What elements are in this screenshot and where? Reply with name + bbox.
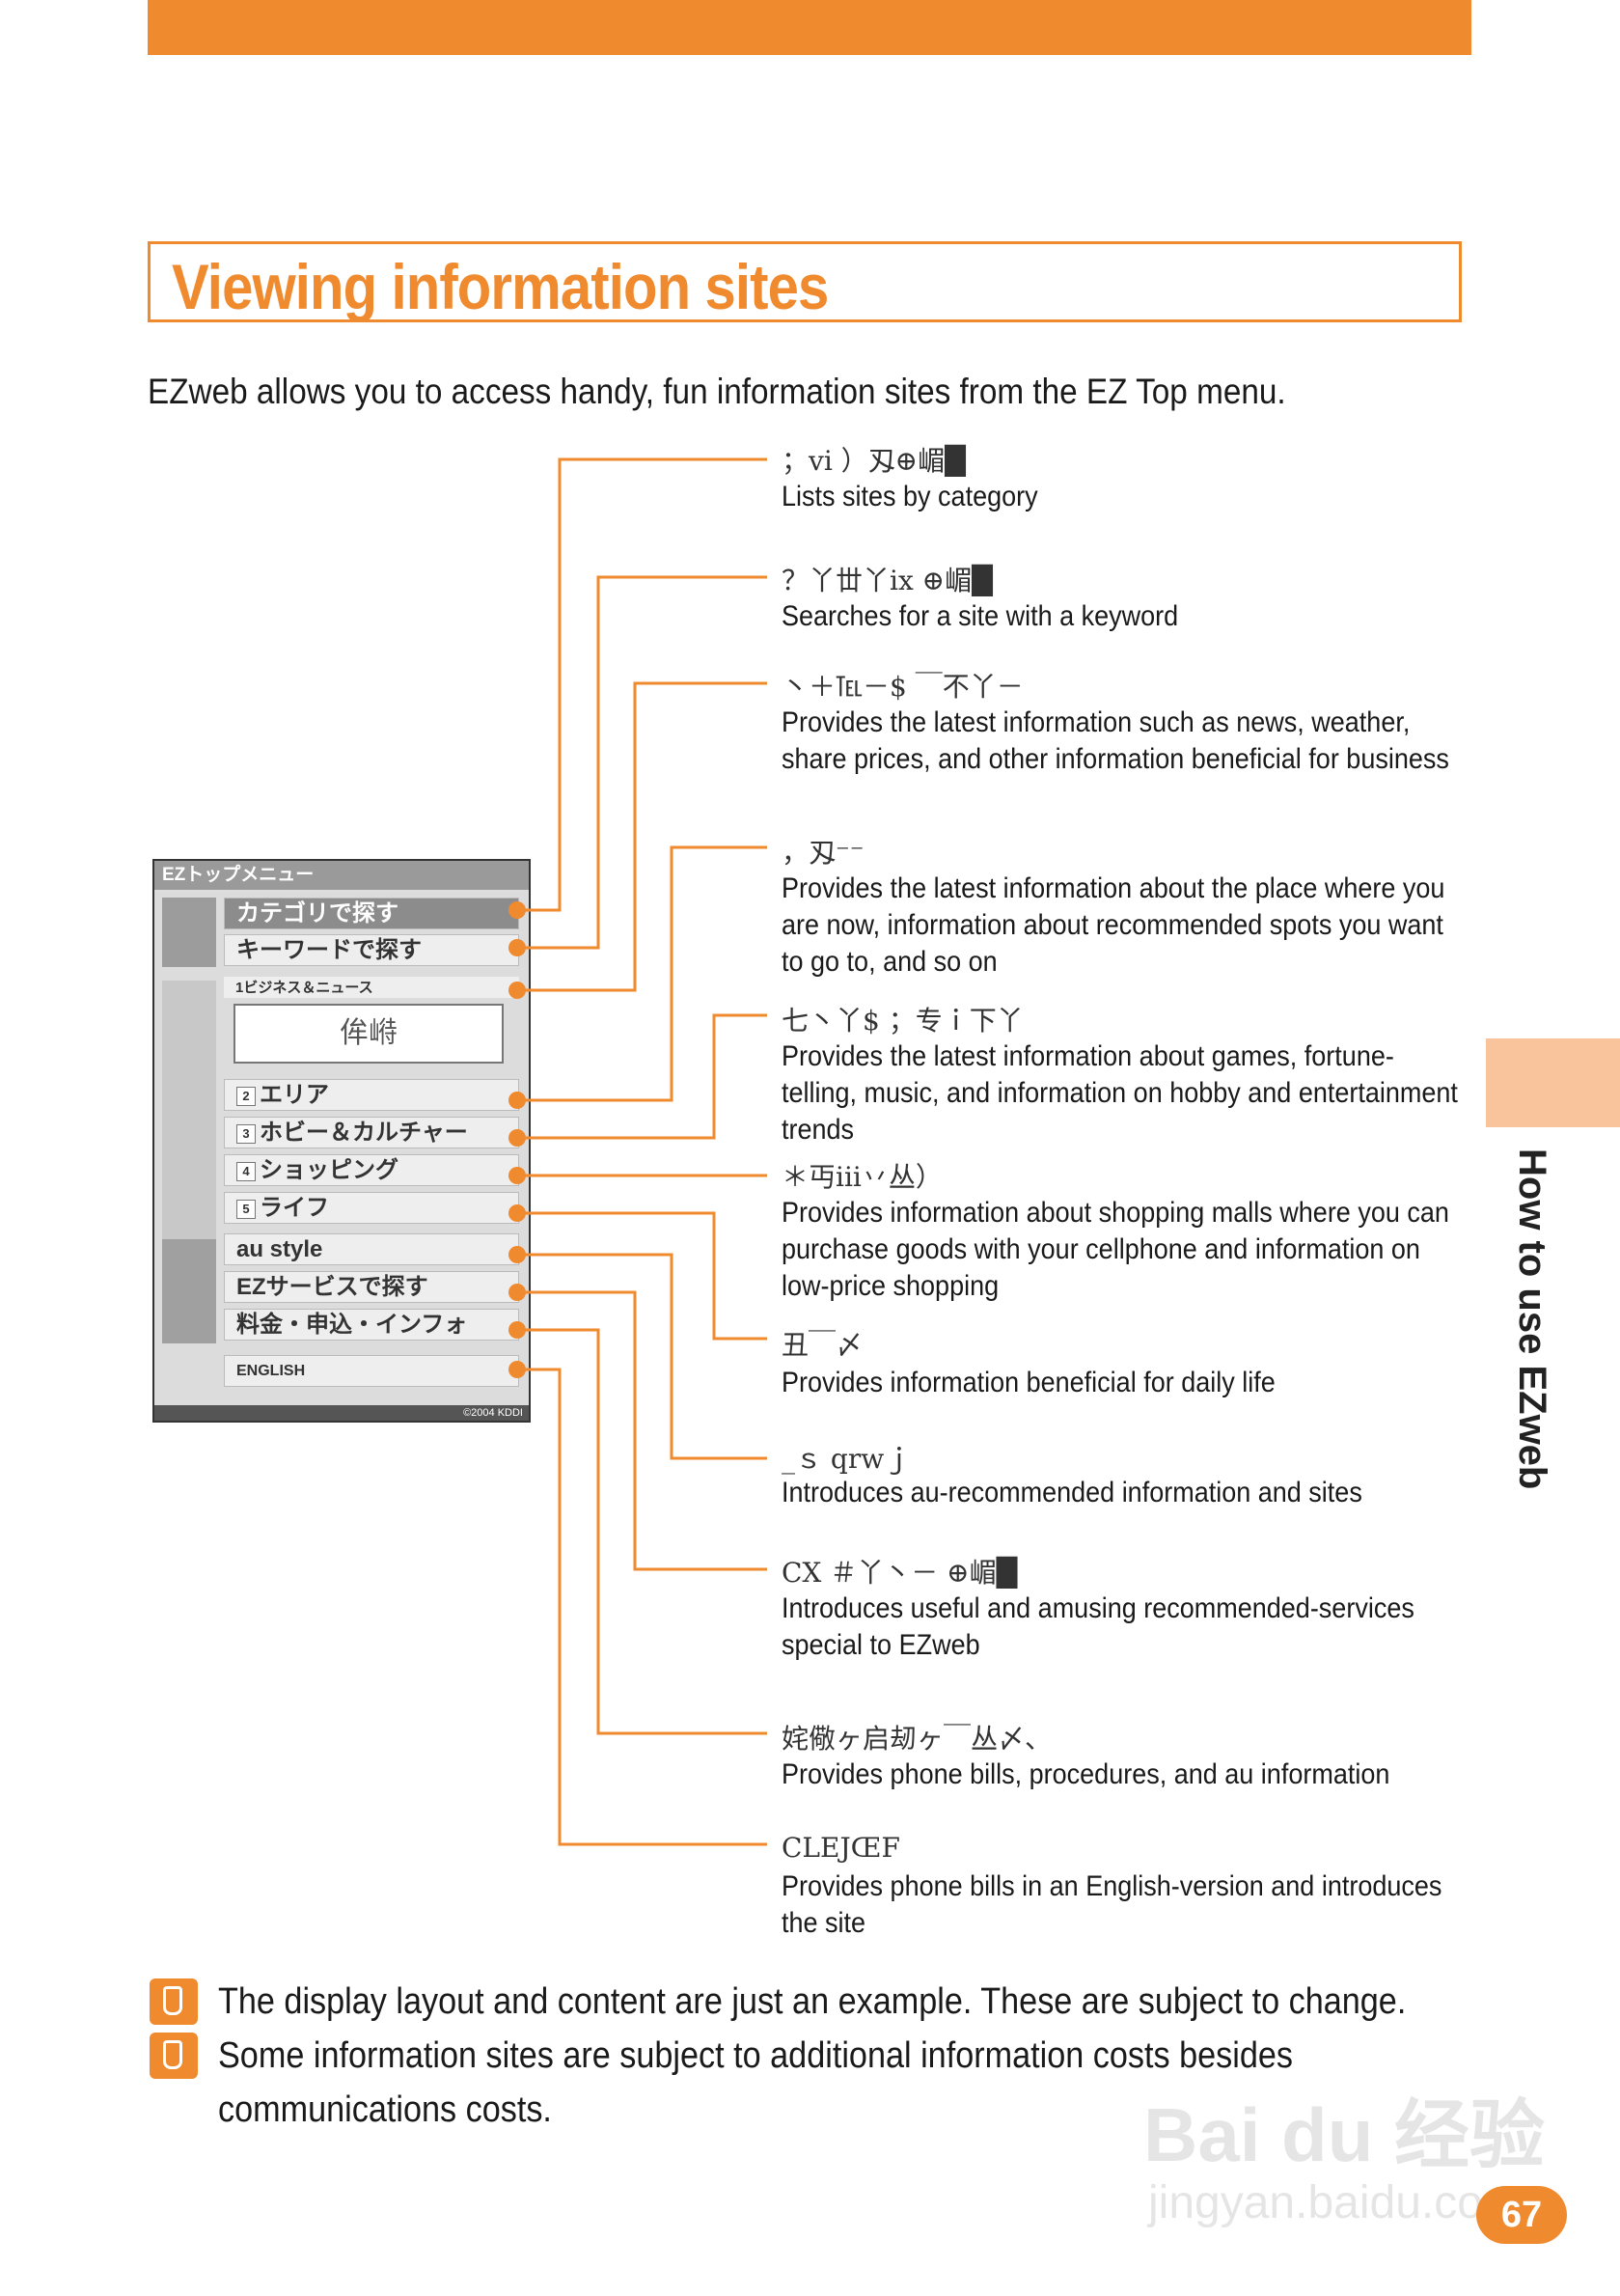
callout-desc-keyword: Searches for a site with a keyword — [782, 600, 1179, 632]
callout-label-hobby: 七丶丫$ ；专ｉ下丫 — [782, 1005, 1024, 1037]
callout-desc-life: Provides information beneficial for dail… — [782, 1367, 1276, 1398]
note-hand-icon — [150, 1978, 198, 2025]
baidu-watermark-logo: Bai du 经验 — [1143, 2092, 1546, 2177]
callout-desc-category: Lists sites by category — [782, 481, 1038, 512]
callout-line-11 — [519, 1368, 767, 1846]
callout-label-business: 丶＋℡－$ ￣不丫－ — [782, 671, 1024, 703]
callout-desc-hobby: Provides the latest information about ga… — [782, 1040, 1458, 1146]
phone-ad-box[interactable]: 侔崻 — [233, 1004, 504, 1064]
callout-dot-9 — [508, 1284, 526, 1301]
callout-dot-3 — [508, 982, 526, 999]
callout-line-9 — [519, 1290, 767, 1571]
menu-item-business-news[interactable]: 1ビジネス＆ニュース — [224, 977, 519, 998]
side-tab-label: How to use EZweb — [1511, 1148, 1553, 1490]
callout-desc-area: Provides the latest information about th… — [782, 872, 1445, 978]
phone-tab-search — [162, 898, 216, 967]
note-2: Some information sites are subject to ad… — [218, 2035, 1293, 2130]
menu-item-au-style[interactable]: au style — [224, 1233, 519, 1265]
side-tab-marker — [1486, 1038, 1620, 1127]
menu-item-keyword[interactable]: キーワードで探す — [224, 934, 519, 966]
menu-item-english[interactable]: ENGLISH — [224, 1355, 519, 1387]
callout-line-4 — [519, 845, 767, 1102]
callout-line-3 — [519, 681, 767, 992]
top-accent-bar — [148, 0, 1471, 55]
callout-dot-4 — [508, 1092, 526, 1109]
phone-screen: EZトップメニュー カテゴリで探す キーワードで探す 1ビジネス＆ニュース 侔崻… — [152, 859, 531, 1423]
callout-dot-7 — [508, 1204, 526, 1222]
callout-label-category: ；vi ）刄⊕嵋█ — [782, 445, 966, 477]
callout-dot-2 — [508, 939, 526, 956]
callout-line-7 — [519, 1211, 767, 1341]
callout-line-5 — [519, 1013, 767, 1140]
phone-footer: ©2004 KDDI — [154, 1405, 529, 1421]
note-1: The display layout and content are just … — [218, 1981, 1407, 2022]
callout-desc-business: Provides the latest information such as … — [782, 706, 1449, 775]
callout-desc-shopping: Provides information about shopping mall… — [782, 1197, 1449, 1302]
note-hand-icon — [150, 2033, 198, 2079]
phone-tab-categories — [162, 981, 216, 1239]
intro-text: EZweb allows you to access handy, fun in… — [148, 372, 1286, 411]
callout-label-billing: 姹儆ヶ启刼ヶ￣丛〆、 — [782, 1723, 1053, 1755]
callout-dot-8 — [508, 1246, 526, 1263]
callout-line-1 — [519, 457, 767, 912]
callout-label-english: CLEJŒF — [782, 1832, 900, 1864]
callout-line-10 — [519, 1328, 767, 1735]
baidu-watermark-url: jingyan.baidu.com — [1148, 2177, 1522, 2228]
page-number: 67 — [1476, 2186, 1567, 2244]
callout-label-ez-service: CX ＃丫丶－ ⊕嵋█ — [782, 1557, 1018, 1589]
callout-line-2 — [519, 575, 767, 950]
callout-label-shopping: ＊丏iii丷丛） — [782, 1161, 943, 1193]
callout-dot-11 — [508, 1361, 526, 1378]
section-title-box: Viewing information sites — [148, 241, 1462, 322]
callout-dot-1 — [508, 901, 526, 919]
callout-dot-10 — [508, 1321, 526, 1339]
callout-label-keyword: ？丫丗丫ix ⊕嵋█ — [782, 565, 993, 596]
menu-item-category[interactable]: カテゴリで探す — [224, 898, 519, 929]
callout-label-au-style: _ｓ qrwｊ — [782, 1443, 912, 1475]
phone-header: EZトップメニュー — [154, 861, 529, 890]
menu-item-billing-info[interactable]: 料金・申込・インフォ — [224, 1309, 519, 1341]
callout-desc-billing: Provides phone bills, procedures, and au… — [782, 1758, 1390, 1790]
phone-tab-services — [162, 1239, 216, 1343]
callout-label-life: 丑￣〆 — [782, 1329, 864, 1361]
page-title: Viewing information sites — [172, 251, 829, 322]
callout-desc-ez-service: Introduces useful and amusing recommende… — [782, 1592, 1414, 1661]
callout-label-area: ，刄⁻⁻ — [782, 837, 865, 869]
callout-dot-6 — [508, 1167, 526, 1184]
callout-dot-5 — [508, 1129, 526, 1147]
callout-desc-english: Provides phone bills in an English-versi… — [782, 1870, 1442, 1939]
callout-line-8 — [519, 1253, 767, 1460]
callout-desc-au-style: Introduces au-recommended information an… — [782, 1477, 1362, 1508]
menu-item-ez-service[interactable]: EZサービスで探す — [224, 1271, 519, 1303]
